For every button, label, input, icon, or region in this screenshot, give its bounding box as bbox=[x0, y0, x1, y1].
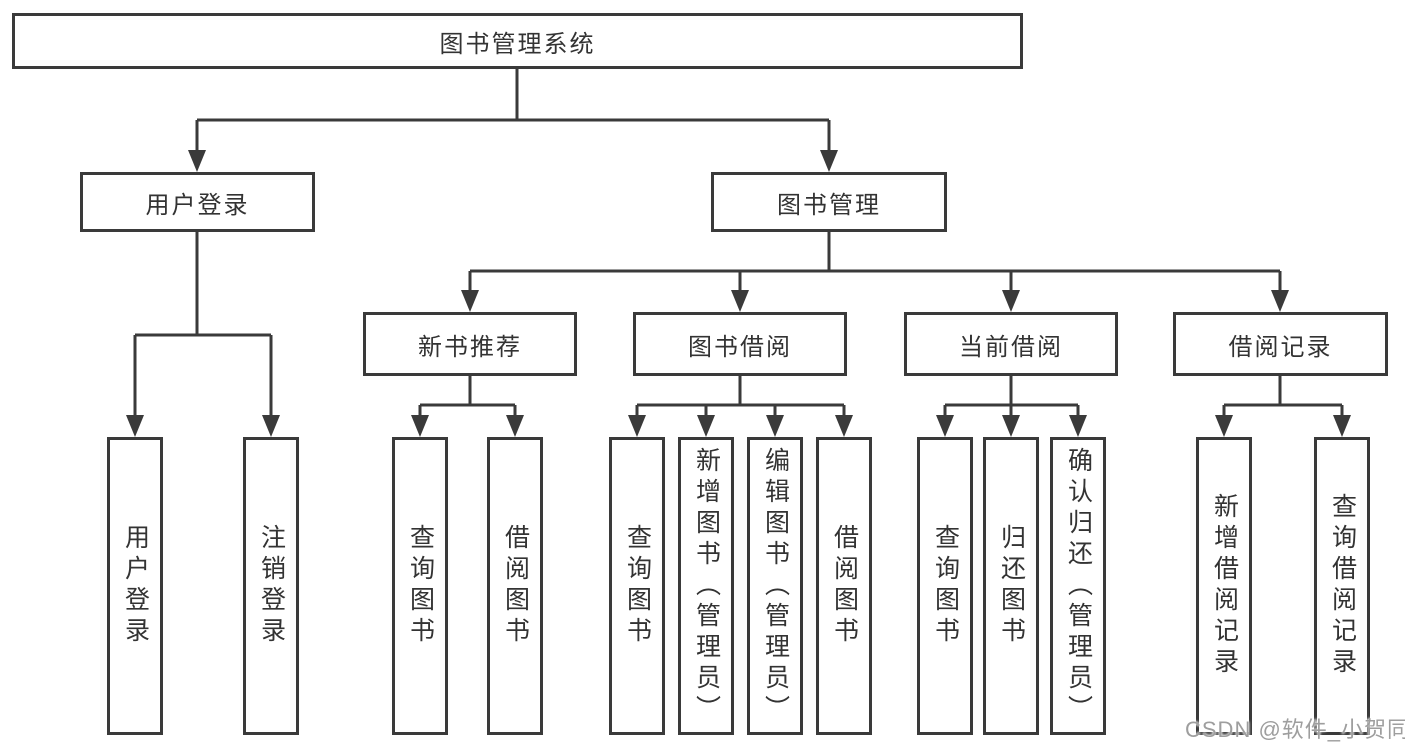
watermark: CSDN @软件_小贺同学 bbox=[1185, 717, 1405, 742]
node-current-borrowing: 当前借阅 bbox=[904, 312, 1118, 376]
leaf-borrow-books-recommend-label: 借阅图书 bbox=[501, 524, 530, 648]
leaf-add-books-admin-label: 新增图书（管理员） bbox=[692, 446, 721, 726]
leaf-confirm-return-admin: 确认归还（管理员） bbox=[1050, 437, 1106, 735]
leaf-query-borrow-record: 查询借阅记录 bbox=[1314, 437, 1370, 735]
leaf-logout: 注销登录 bbox=[243, 437, 299, 735]
node-root: 图书管理系统 bbox=[12, 13, 1023, 69]
leaf-confirm-return-admin-label: 确认归还（管理员） bbox=[1064, 446, 1093, 726]
node-root-label: 图书管理系统 bbox=[439, 30, 596, 58]
leaf-borrow-books-label: 借阅图书 bbox=[830, 524, 859, 648]
leaf-query-books-borrowing: 查询图书 bbox=[609, 437, 665, 735]
node-book-borrowing: 图书借阅 bbox=[633, 312, 847, 376]
node-book-management-label: 图书管理 bbox=[777, 191, 881, 219]
leaf-return-books: 归还图书 bbox=[983, 437, 1039, 735]
leaf-query-books-recommend-label: 查询图书 bbox=[406, 524, 435, 648]
leaf-query-books-current-label: 查询图书 bbox=[931, 524, 960, 648]
node-user-login-label: 用户登录 bbox=[145, 191, 250, 219]
node-borrowing-records-label: 借阅记录 bbox=[1228, 333, 1333, 361]
leaf-edit-books-admin: 编辑图书（管理员） bbox=[747, 437, 803, 735]
leaf-logout-label: 注销登录 bbox=[257, 524, 286, 648]
node-new-book-recommendation: 新书推荐 bbox=[363, 312, 577, 376]
leaf-query-books-current: 查询图书 bbox=[917, 437, 973, 735]
leaf-return-books-label: 归还图书 bbox=[997, 524, 1026, 648]
leaf-borrow-books-recommend: 借阅图书 bbox=[487, 437, 543, 735]
leaf-query-borrow-record-label: 查询借阅记录 bbox=[1328, 493, 1357, 679]
leaf-query-books-borrowing-label: 查询图书 bbox=[623, 524, 652, 648]
leaf-query-books-recommend: 查询图书 bbox=[392, 437, 448, 735]
leaf-add-books-admin: 新增图书（管理员） bbox=[678, 437, 734, 735]
leaf-edit-books-admin-label: 编辑图书（管理员） bbox=[761, 446, 790, 726]
leaf-add-borrow-record: 新增借阅记录 bbox=[1196, 437, 1252, 735]
node-user-login: 用户登录 bbox=[80, 172, 315, 232]
node-book-borrowing-label: 图书借阅 bbox=[688, 333, 792, 361]
node-new-book-recommendation-label: 新书推荐 bbox=[418, 333, 522, 361]
node-current-borrowing-label: 当前借阅 bbox=[959, 333, 1063, 361]
leaf-user-login-label: 用户登录 bbox=[121, 524, 150, 648]
leaf-user-login: 用户登录 bbox=[107, 437, 163, 735]
arrowheads bbox=[126, 150, 1351, 437]
leaf-add-borrow-record-label: 新增借阅记录 bbox=[1210, 493, 1239, 679]
leaf-borrow-books: 借阅图书 bbox=[816, 437, 872, 735]
node-borrowing-records: 借阅记录 bbox=[1173, 312, 1388, 376]
node-book-management: 图书管理 bbox=[711, 172, 947, 232]
